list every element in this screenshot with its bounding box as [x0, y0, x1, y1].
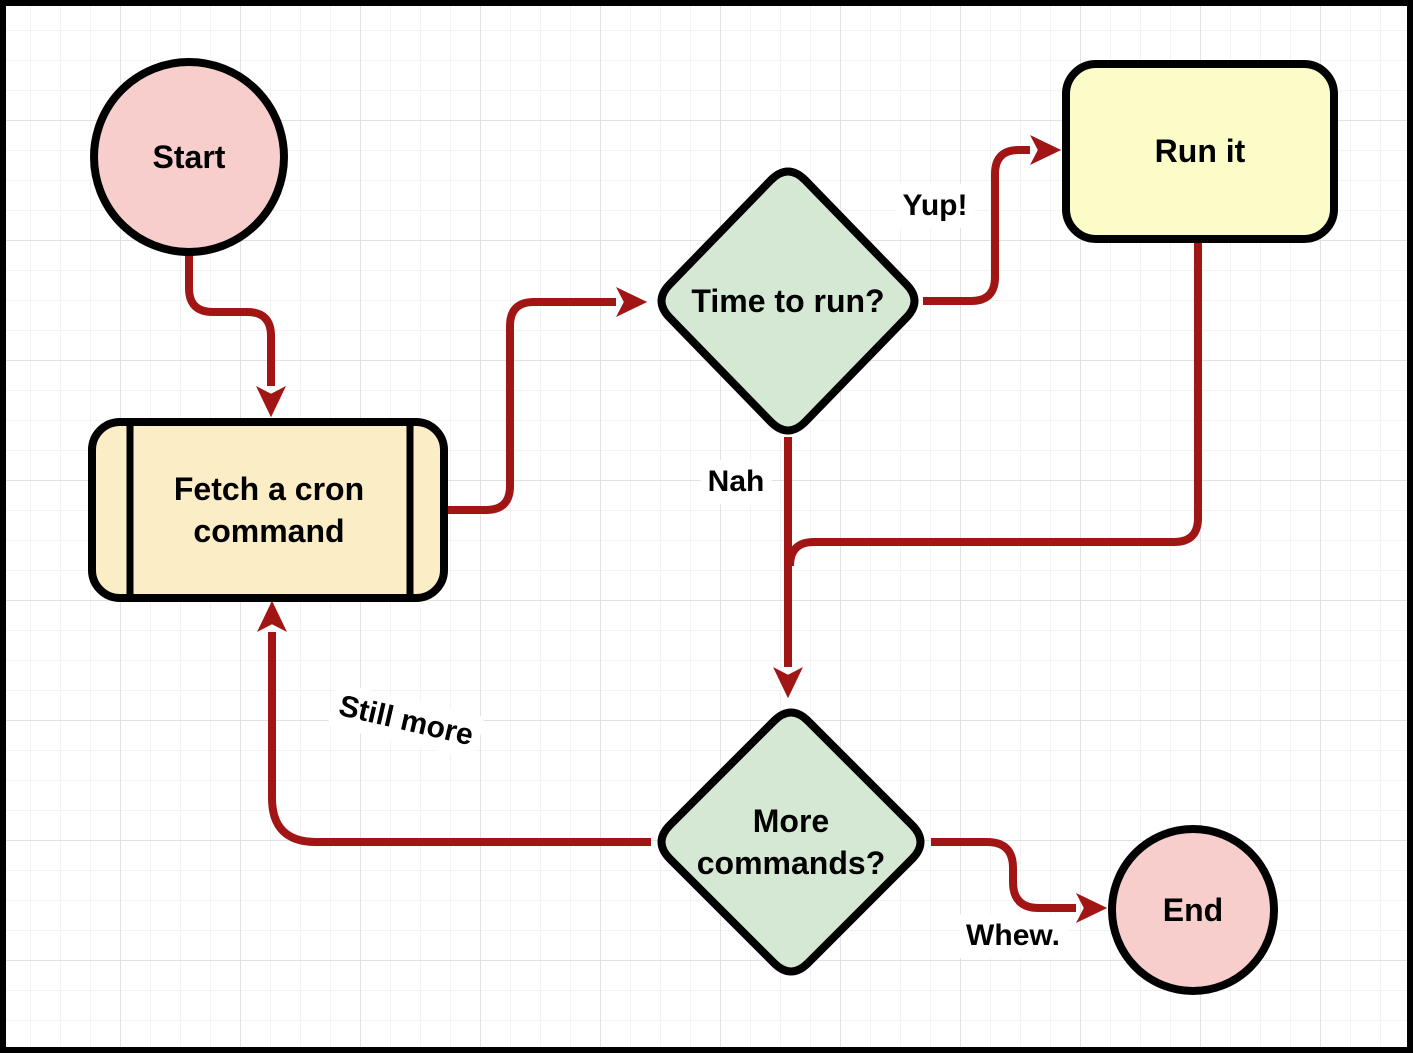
- edge-label-whew: Whew.: [959, 914, 1067, 958]
- edge-label-nah: Nah: [700, 460, 772, 504]
- run-it-node-label: Run it: [1154, 132, 1246, 169]
- start-node: [90, 58, 288, 256]
- end-node: [1108, 825, 1278, 995]
- run-it-node: [1062, 60, 1338, 243]
- edge-more-to-fetch-still-more: [257, 600, 651, 846]
- edge-more-to-end-whew: [931, 838, 1108, 923]
- fetch-command-node-label: Fetch a cron command: [173, 470, 365, 549]
- end-node-label: End: [1162, 891, 1224, 928]
- edge-start-to-fetch: [185, 253, 286, 418]
- edge-run-to-merge: [786, 241, 1202, 567]
- edge-label-yup: Yup!: [895, 184, 975, 228]
- more-commands-node-label: More commands?: [696, 802, 886, 881]
- edge-fetch-to-time: [446, 287, 648, 514]
- time-to-run-node: [657, 167, 919, 435]
- edge-time-to-run-yup: [923, 135, 1062, 305]
- time-to-run-node-label: Time to run?: [691, 282, 885, 319]
- fetch-command-node: [88, 418, 448, 602]
- more-commands-node: [657, 708, 925, 976]
- start-node-label: Start: [152, 138, 226, 175]
